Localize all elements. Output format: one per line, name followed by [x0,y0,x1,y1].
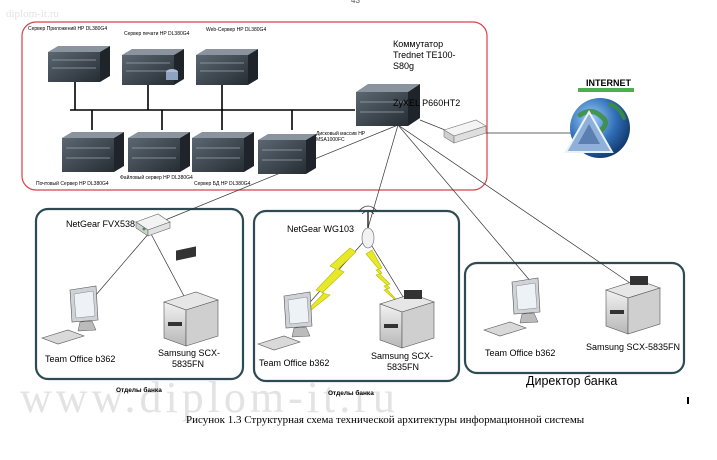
dept1-pc-label: Team Office b362 [45,354,116,364]
dept1-caption: Отделы банка [116,387,162,394]
dept1-device-label: NetGear FVX538 [66,219,136,229]
internet-label: INTERNET [586,78,631,88]
netgear-fvx538-icon [135,213,171,237]
server-bottom-1 [62,132,124,172]
server-bottom-3 [192,132,254,172]
printer-icon-director [605,276,661,335]
wireless-bolt-right [365,249,403,307]
internet-globe-icon [564,88,634,158]
server-label-db: Сервер БД HP DL380G4 [194,181,251,187]
bus-lines [70,82,355,130]
dept2-printer-label-2: 5835FN [387,362,420,372]
switch-label-3: S80g [393,61,415,71]
server-room-box [21,21,488,191]
dept2-device-label: NetGear WG103 [287,224,355,234]
server-bottom-4 [258,134,316,174]
server-label-web: Web-Сервер HP DL380G4 [206,27,267,33]
department-box-1 [34,207,245,381]
text-cursor-mark [687,397,689,404]
director-caption: Директор банка [526,374,618,388]
server-label-app: Сервер Приложений HP DL380G4 [28,26,108,32]
server-label-storage: Дисковый массив HP MSA1000FC [316,131,366,143]
netgear-wg103-icon [358,205,378,249]
server-top-1 [48,46,110,82]
pc-icon-dept1 [41,285,99,345]
switch-label-1: Коммутатор [393,39,444,49]
dept2-pc-label: Team Office b362 [259,358,330,368]
pc-icon-dept2 [257,291,313,351]
switch-label-2: Trednet TE100- [393,50,456,60]
server-top-2 [122,49,184,85]
pc-icon-director [483,277,541,337]
figure-caption: Рисунок 1.3 Структурная схема техническо… [186,414,585,426]
router-icon [443,119,487,144]
dept2-printer-label-1: Samsung SCX- [371,351,434,361]
page-number: 43 [351,0,360,5]
dept1-printer-label-2: 5835FN [172,359,205,369]
server-label-mail: Почтовый Сервер HP DL380G4 [36,181,109,187]
printer-icon-dept2 [379,290,435,349]
director-pc-label: Team Office b362 [485,348,556,358]
department-box-2 [252,209,461,383]
server-bottom-2 [128,132,190,172]
switch-icon [356,84,420,126]
dept1-printer-label-1: Samsung SCX- [158,348,221,358]
router-label: ZyXEL P660HT2 [393,98,461,108]
wireless-bolt-left [295,247,357,323]
director-printer-label: Samsung SCX-5835FN [586,342,681,352]
server-label-file: Файловый сервер HP DL380G4 [120,175,193,181]
director-box [463,261,686,375]
watermark-top: diplom-it.ru [6,8,59,20]
dept2-caption: Отделы банка [328,390,374,397]
printer-icon-dept1 [163,246,219,347]
server-top-3 [196,49,258,85]
server-label-print: Сервер печати HP DL380G4 [124,31,190,37]
